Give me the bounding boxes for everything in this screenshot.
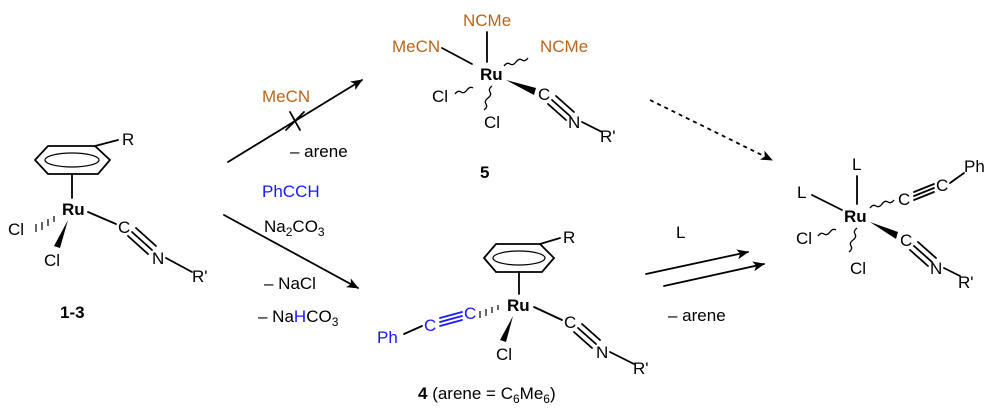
ligand-l-left: L <box>797 183 806 202</box>
reagent-na2co3: Na2CO3 <box>264 217 325 239</box>
reagent-l: L <box>676 223 685 242</box>
wedge-bond-cl <box>500 316 513 342</box>
chloride-left: Cl <box>432 87 448 106</box>
alkyne-carbon-2: C <box>936 176 948 195</box>
hashed-bond-cl <box>35 216 55 232</box>
ru-atom: Ru <box>507 296 530 315</box>
phenyl: Ph <box>964 157 985 176</box>
hashed-bond-alkynyl <box>479 305 499 318</box>
ru-atom: Ru <box>844 207 867 226</box>
product-complex: L L Ru C C Ph Cl Cl C N R' <box>796 155 985 292</box>
byproduct-arene-right: – arene <box>668 306 726 325</box>
ncme-right: NCMe <box>540 37 588 56</box>
alkyne-triple-bond <box>439 311 463 327</box>
r-prime-group: R' <box>958 273 974 292</box>
chloride: Cl <box>496 345 512 364</box>
chloride-bottom: Cl <box>850 259 866 278</box>
dashed-arrow-to-product <box>649 99 773 161</box>
arrow-to-5 <box>227 79 363 163</box>
chloride-bottom: Cl <box>44 251 60 270</box>
r-group: R <box>122 130 134 149</box>
nitrile-nitrogen: N <box>568 113 580 132</box>
triple-bond <box>573 323 601 349</box>
compound-label-4: 4 (arene = C6Me6) <box>418 384 556 406</box>
reagent-mecn: MeCN <box>262 87 310 106</box>
ligand-l-top: L <box>852 155 861 174</box>
compound-label-5: 5 <box>480 163 489 182</box>
arene-ring <box>482 237 561 295</box>
alkyne-carbon-2: C <box>464 304 476 323</box>
ru-atom: Ru <box>62 200 85 219</box>
arrow-to-4 <box>223 214 359 289</box>
wedge-bond-nitrile <box>506 80 536 95</box>
triple-bond <box>909 241 937 267</box>
triple-bond <box>547 95 575 121</box>
r-prime-group: R' <box>192 267 208 286</box>
alkyne-carbon-1: C <box>898 190 910 209</box>
complex-5: NCMe MeCN NCMe Ru Cl Cl C N R' 5 <box>392 11 616 182</box>
wedge-bond-cl <box>54 220 68 248</box>
nitrile-carbon: C <box>118 218 130 237</box>
byproduct-nahco3: – NaHCO3 <box>258 307 339 329</box>
r-prime-group: R' <box>600 127 616 146</box>
triple-bond <box>127 227 157 255</box>
r-group: R <box>563 228 575 247</box>
chloride-bottom: Cl <box>484 113 500 132</box>
alkyne-triple-bond <box>913 183 935 201</box>
complex-4: R Ru Ph C C Cl C N R' 4 (arene = C6Me6) <box>377 228 649 406</box>
nitrile-nitrogen: N <box>930 259 942 278</box>
chloride-left: Cl <box>8 220 24 239</box>
byproduct-nacl: – NaCl <box>264 274 316 293</box>
mecn-left: MeCN <box>392 37 440 56</box>
ru-atom: Ru <box>480 65 503 84</box>
alkyne-carbon-1: C <box>424 316 436 335</box>
chloride-left: Cl <box>796 229 812 248</box>
r-prime-group: R' <box>633 359 649 378</box>
arene-ring <box>33 139 119 199</box>
wedge-bond-nitrile <box>870 222 898 239</box>
compound-label-1-3: 1-3 <box>60 303 85 322</box>
nitrile-carbon: C <box>538 85 550 104</box>
byproduct-arene-top: – arene <box>290 142 348 161</box>
nitrile-carbon: C <box>564 313 576 332</box>
phenyl: Ph <box>377 328 398 347</box>
nitrile-carbon: C <box>900 231 912 250</box>
ncme-top: NCMe <box>463 11 511 30</box>
reagent-phcch: PhCCH <box>262 182 320 201</box>
nitrile-nitrogen: N <box>152 249 164 268</box>
equilibrium-arrows <box>645 249 765 287</box>
nitrile-nitrogen: N <box>596 343 608 362</box>
starting-complex-1-3: R Ru Cl Cl C N R' 1-3 <box>8 130 208 322</box>
